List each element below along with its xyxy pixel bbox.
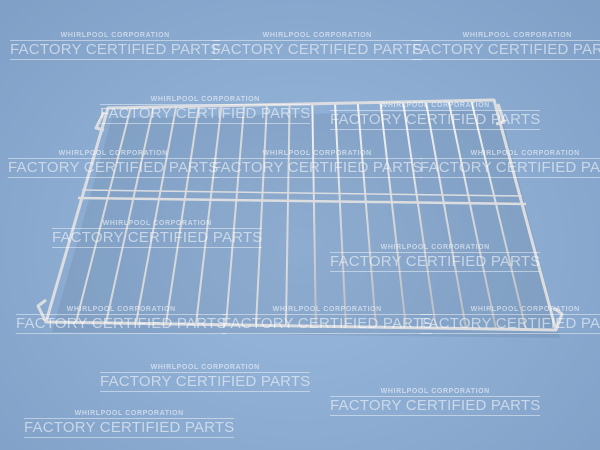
rack-rod [402, 100, 437, 330]
rack-rod [379, 101, 407, 329]
rack-rod [334, 102, 347, 328]
rack-rod [105, 106, 155, 324]
rack-rod [135, 105, 178, 325]
rack-rod [356, 101, 377, 329]
rack-frame [36, 98, 564, 332]
rack-rod [195, 104, 223, 326]
rack-rod [470, 99, 527, 331]
rack-rod [285, 103, 291, 327]
rack-rod [311, 102, 317, 328]
rack-rod [447, 99, 497, 331]
rack-rod [75, 106, 132, 324]
rack-rod [424, 100, 467, 330]
rack-rod [225, 104, 246, 326]
rack-rod [165, 105, 200, 325]
rack-shadow [52, 110, 560, 338]
rack-rod [255, 103, 268, 327]
rack-wires [75, 99, 527, 331]
